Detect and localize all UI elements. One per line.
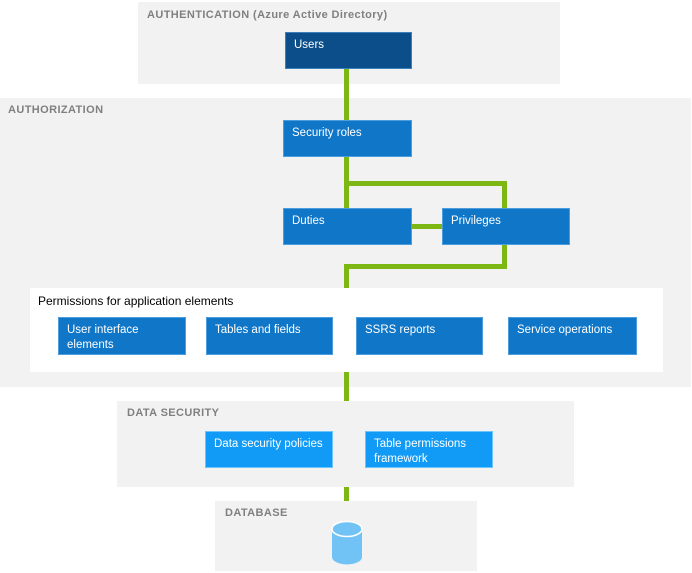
database-cylinder-icon: [330, 520, 364, 566]
database-section-title: DATABASE: [225, 507, 288, 519]
node-user-interface-elements: User interface elements: [58, 317, 186, 355]
data-security-section-title: DATA SECURITY: [127, 407, 220, 419]
connector-privileges-down: [502, 245, 507, 269]
node-ssrs-reports: SSRS reports: [356, 317, 483, 355]
connector-data-security-to-database: [344, 487, 349, 501]
authentication-section-title: AUTHENTICATION (Azure Active Directory): [147, 9, 388, 21]
node-data-security-policies: Data security policies: [205, 431, 333, 468]
authorization-section-title: AUTHORIZATION: [8, 104, 104, 116]
data-security-section: [117, 401, 574, 487]
node-duties: Duties: [283, 208, 412, 245]
connector-into-permissions-vertical: [344, 264, 349, 288]
node-privileges: Privileges: [442, 208, 570, 245]
connector-duties-privileges: [412, 224, 442, 229]
connector-privileges-to-permissions-horizontal: [344, 264, 507, 269]
permissions-group-title: Permissions for application elements: [38, 294, 234, 308]
node-security-roles: Security roles: [283, 120, 412, 157]
connector-users-to-security-roles: [344, 69, 349, 120]
node-table-permissions-framework: Table permissions framework: [365, 431, 493, 468]
node-tables-and-fields: Tables and fields: [206, 317, 333, 355]
node-users: Users: [285, 32, 412, 69]
connector-permissions-to-data-security: [344, 372, 349, 401]
node-service-operations: Service operations: [508, 317, 637, 355]
connector-branch-to-privileges-vertical: [502, 181, 507, 208]
connector-branch-to-privileges-horizontal: [344, 181, 507, 186]
